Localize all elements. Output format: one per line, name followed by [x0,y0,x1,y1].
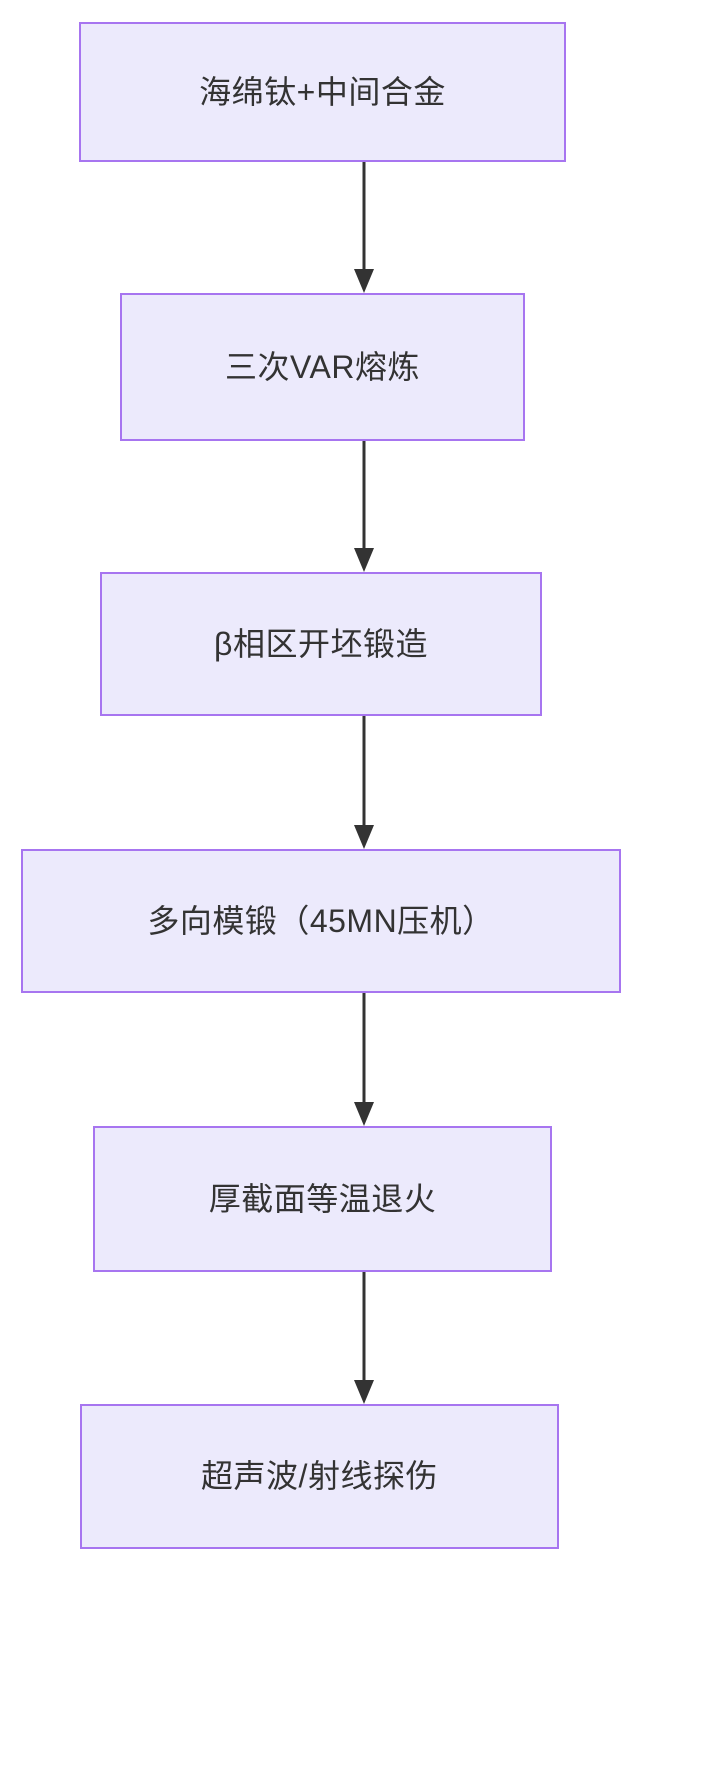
flow-node-label: 海绵钛+中间合金 [199,73,446,110]
flow-node-raw-material[interactable]: 海绵钛+中间合金 [79,22,566,162]
flow-edge-n0-n1 [349,162,379,293]
flow-node-ndt-inspection[interactable]: 超声波/射线探伤 [80,1404,559,1549]
flow-node-multi-die-forging[interactable]: 多向模锻（45MN压机） [21,849,621,993]
flow-node-label: 多向模锻（45MN压机） [147,902,495,939]
flow-node-label: 三次VAR熔炼 [225,348,420,385]
flow-node-label: 厚截面等温退火 [208,1180,437,1217]
arrow-down-icon [354,162,374,293]
arrow-down-icon [354,716,374,849]
arrow-down-icon [354,441,374,572]
flow-edge-n1-n2 [349,441,379,572]
flow-node-var-melting[interactable]: 三次VAR熔炼 [120,293,525,441]
flow-edge-n3-n4 [349,993,379,1126]
flow-node-label: 超声波/射线探伤 [201,1458,438,1495]
flow-node-label: β相区开坯锻造 [214,625,428,662]
flow-edge-n2-n3 [349,716,379,849]
arrow-down-icon [354,993,374,1126]
flow-edge-n4-n5 [349,1272,379,1404]
flow-node-isothermal-annealing[interactable]: 厚截面等温退火 [93,1126,552,1272]
flow-node-beta-forging[interactable]: β相区开坯锻造 [100,572,542,716]
arrow-down-icon [354,1272,374,1404]
